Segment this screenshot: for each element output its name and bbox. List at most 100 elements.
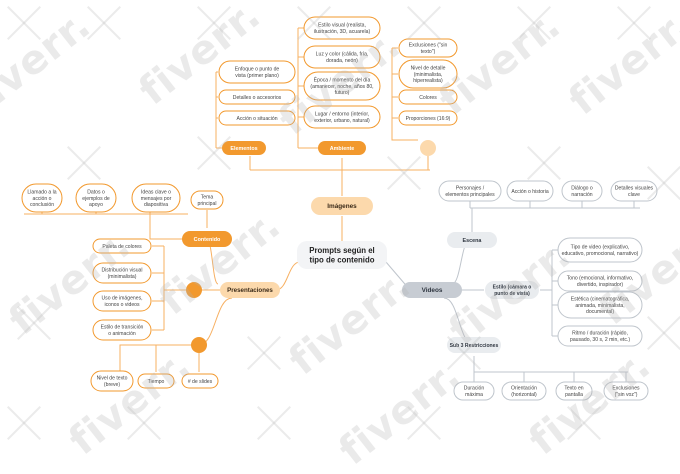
node-ambiente-item-2-shape xyxy=(303,71,381,101)
node-restricciones-item-1-label-line: Orientación xyxy=(511,386,537,392)
node-restricciones-label-line: Sub 3 Restricciones xyxy=(450,343,499,349)
node-escena-item-3-label-line: Detalles visuales xyxy=(615,186,654,192)
node-estilo-item-3-label: Ritmo / duración (rápido,pausado, 30 s, … xyxy=(570,331,630,343)
node-diseno-item-2: Uso de imágenes,iconos o videos xyxy=(92,290,152,312)
node-estilo-item-0: Tipo de video (explicativo,educativo, pr… xyxy=(557,237,643,263)
node-contenido-item-2-label-line: mensajes por xyxy=(141,196,172,202)
node-estilo-item-2-shape xyxy=(557,291,643,319)
node-estilo-item-0-label-line: educativo, promocional, narrativo) xyxy=(562,251,639,257)
node-videos-shape xyxy=(402,282,462,298)
node-escena-item-2-label-line: narración xyxy=(571,192,592,198)
node-estilo-item-0-label-line: Tipo de video (explicativo, xyxy=(571,245,630,251)
node-diseno-item-2-label-line: Uso de imágenes, xyxy=(101,296,142,302)
node-contenido-item-1-shape xyxy=(75,183,117,213)
node-elementos-shape xyxy=(222,141,266,155)
node-ambiente-item-0-label: Estilo visual (realista,ilustración, 3D,… xyxy=(314,23,371,35)
node-estilo-label-line: punto de vista) xyxy=(494,291,530,297)
node-escena: Escena xyxy=(447,232,497,248)
node-restricciones-shape xyxy=(447,337,501,353)
node-elementos-item-2-shape xyxy=(218,110,296,126)
node-videos: Videos xyxy=(402,282,462,298)
node-estilo-item-1-label: Tono (emocional, informativo,divertido, … xyxy=(567,276,634,288)
node-ambiente-item-2-label-line: Época / momento del día xyxy=(314,77,371,84)
node-restricciones-item-3-label: Exclusiones("sin voz") xyxy=(612,386,640,398)
edge-formato-mid xyxy=(155,344,192,372)
node-restricciones-item-1-shape xyxy=(501,381,547,401)
node-presentaciones-shape xyxy=(220,282,280,298)
node-ambiente-item-3-label: Lugar / entorno (interior,exterior, urba… xyxy=(314,112,370,124)
node-extra-item-1-label-line: hiperrealista) xyxy=(413,78,443,84)
node-formato-item-1: Tiempo xyxy=(137,373,175,389)
node-extra-item-3: Proporciones (16:9) xyxy=(398,110,458,126)
node-diseno-item-1-label-line: (minimalista) xyxy=(108,274,137,280)
node-extra-item-1-label-line: Nivel de detalle xyxy=(411,66,446,72)
node-diseno-item-1-label-line: Distribución visual xyxy=(101,268,142,274)
node-restricciones: Sub 3 Restricciones xyxy=(447,337,501,353)
node-extra-item-2: Colores xyxy=(398,89,458,105)
node-tema-principal-label-line: Tema xyxy=(201,195,214,201)
node-estilo-label-line: Estilo (cámara o xyxy=(493,285,532,291)
node-restricciones-item-0-label-line: máxima xyxy=(465,392,483,398)
node-restricciones-item-2-shape xyxy=(555,381,593,401)
node-contenido-item-2-label-line: diapositiva xyxy=(144,202,168,208)
node-escena-item-0-label: Personajes /elementos principales xyxy=(445,186,495,198)
node-ambiente-item-0-label-line: ilustración, 3D, acuarela) xyxy=(314,29,371,35)
node-ambiente-item-3-shape xyxy=(303,105,381,129)
node-contenido-item-0-label-line: Llamado a la xyxy=(27,190,56,196)
node-ambiente: Ambiente xyxy=(318,141,366,155)
node-ambiente-item-1-label: Luz y color (cálida, fría,dorada, neón) xyxy=(316,52,369,64)
node-restricciones-item-3-label-line: Exclusiones xyxy=(612,386,640,392)
node-estilo-item-3: Ritmo / duración (rápido,pausado, 30 s, … xyxy=(557,325,643,347)
node-imagenes: Imágenes xyxy=(311,197,373,215)
node-formato-item-0-label-line: (breve) xyxy=(104,382,120,388)
node-restricciones-item-1: Orientación(horizontal) xyxy=(501,381,547,401)
node-formato-item-1-shape xyxy=(137,373,175,389)
node-estilo-item-0-label: Tipo de video (explicativo,educativo, pr… xyxy=(562,245,639,257)
node-escena-item-1-label: Acción o historia xyxy=(511,189,549,195)
node-elementos-item-1-shape xyxy=(218,89,296,105)
node-formato-item-1-label: Tiempo xyxy=(148,379,165,385)
node-extra-item-1-label-line: (minimalista, xyxy=(414,72,443,78)
node-restricciones-label: Sub 3 Restricciones xyxy=(450,343,499,349)
node-formato-item-0-shape xyxy=(90,370,134,392)
node-contenido-label: Contenido xyxy=(194,237,221,243)
node-ambiente-item-0-label-line: Estilo visual (realista, xyxy=(318,23,366,29)
node-ambiente-item-3: Lugar / entorno (interior,exterior, urba… xyxy=(303,105,381,129)
node-restricciones-item-1-label-line: (horizontal) xyxy=(511,392,537,398)
node-extra-item-0-label-line: texto") xyxy=(421,49,436,55)
node-ambiente-item-1-label-line: dorada, neón) xyxy=(326,58,358,64)
node-ambiente-label: Ambiente xyxy=(330,146,355,152)
node-estilo-item-1-shape xyxy=(557,270,643,292)
node-contenido-shape xyxy=(182,231,232,247)
node-escena-item-1-label-line: Acción o historia xyxy=(511,189,549,195)
node-estilo-item-1: Tono (emocional, informativo,divertido, … xyxy=(557,270,643,292)
node-formato-item-0-label: Nivel de texto(breve) xyxy=(97,376,128,388)
node-estilo-shape xyxy=(485,281,539,299)
node-imagenes-shape xyxy=(311,197,373,215)
node-extra-item-2-label: Colores xyxy=(419,95,437,101)
node-formato-item-1-label-line: Tiempo xyxy=(148,379,165,385)
node-ambiente-item-2: Época / momento del día(amanecer, noche,… xyxy=(303,71,381,101)
node-estilo-item-2: Estética (cinematográfica,animada, minim… xyxy=(557,291,643,319)
node-elementos-item-2-label-line: Acción o situación xyxy=(236,116,277,122)
node-elementos-item-1-label-line: Detalles o accesorios xyxy=(233,95,282,101)
node-escena-label: Escena xyxy=(463,238,483,244)
node-imagenes-extra-dot xyxy=(420,140,436,156)
node-diseno-item-1-shape xyxy=(92,262,152,284)
node-formato-item-2: # de slides xyxy=(181,373,219,389)
